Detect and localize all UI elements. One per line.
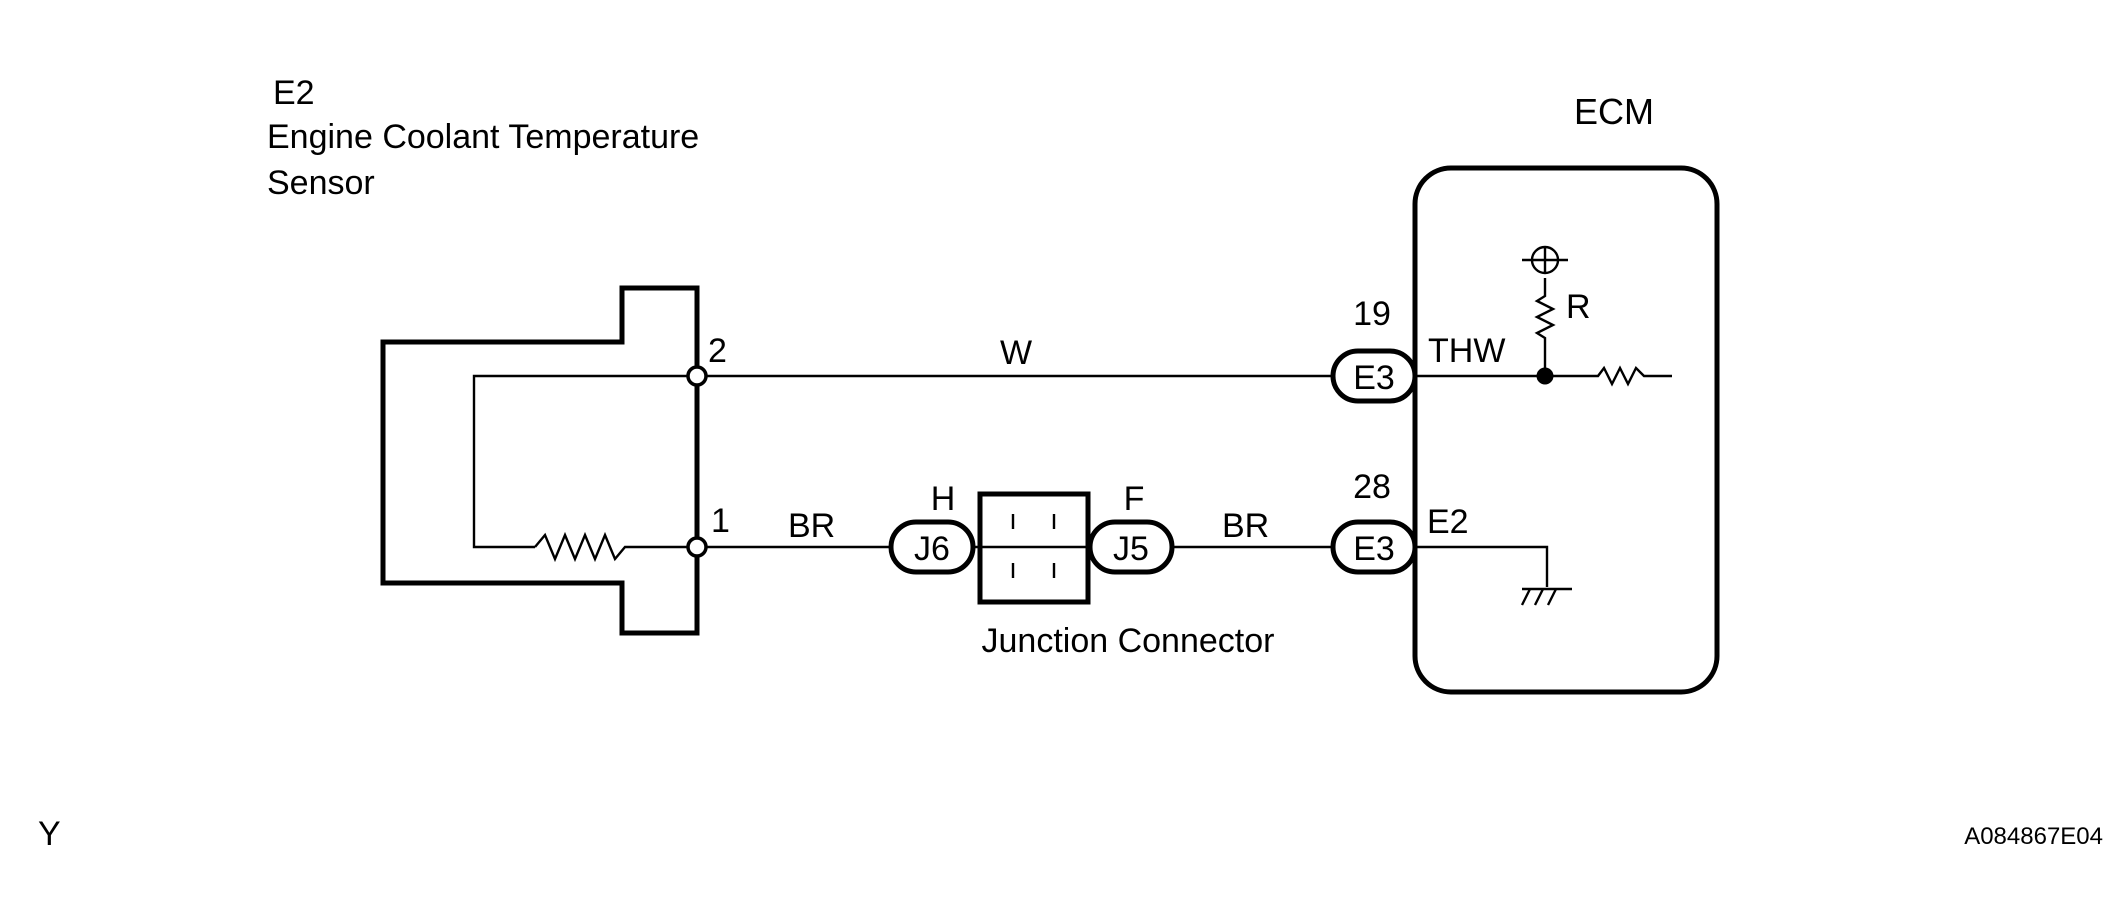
sensor-pin-1	[686, 536, 708, 558]
resistor-r-label: R	[1566, 288, 1591, 326]
wire-br-right-label: BR	[1222, 507, 1269, 545]
pullup-resistor-symbol	[1534, 278, 1556, 376]
sensor-code: E2	[273, 74, 315, 112]
thw-internal-circuit	[1415, 245, 1672, 387]
junction-connector-block	[973, 491, 1091, 605]
footer-left-mark: Y	[38, 815, 61, 853]
ecm-box	[1412, 165, 1720, 695]
e2-pin-name: E2	[1427, 503, 1469, 541]
connector-e3-thw-label: E3	[1353, 359, 1395, 397]
sensor-name-line1: Engine Coolant Temperature	[267, 118, 699, 156]
connector-j6-label: J6	[914, 530, 950, 568]
wire-br-left-label: BR	[788, 507, 835, 545]
sensor-body	[380, 285, 708, 636]
ecm-title: ECM	[1574, 91, 1654, 132]
ground-symbol	[1415, 545, 1572, 606]
connector-j6-pin: H	[931, 480, 956, 518]
connector-e3-e2-label: E3	[1353, 530, 1395, 568]
internal-resistor-symbol	[1545, 365, 1672, 387]
sensor-name-line2: Sensor	[267, 164, 375, 202]
wire-w-label: W	[1000, 334, 1032, 372]
junction-connector-label: Junction Connector	[982, 622, 1275, 660]
thw-label: THW	[1428, 332, 1505, 370]
pin-19-label: 19	[1353, 295, 1391, 333]
sensor-pin-2	[686, 365, 708, 387]
pin-28-label: 28	[1353, 468, 1391, 506]
figure-id: A084867E04	[1964, 823, 2103, 850]
sensor-pin-1-label: 1	[711, 502, 730, 540]
sensor-pin-2-label: 2	[708, 332, 727, 370]
connector-j5-label: J5	[1113, 530, 1149, 568]
connector-j5-pin: F	[1124, 480, 1145, 518]
thermistor-symbol	[534, 531, 697, 563]
